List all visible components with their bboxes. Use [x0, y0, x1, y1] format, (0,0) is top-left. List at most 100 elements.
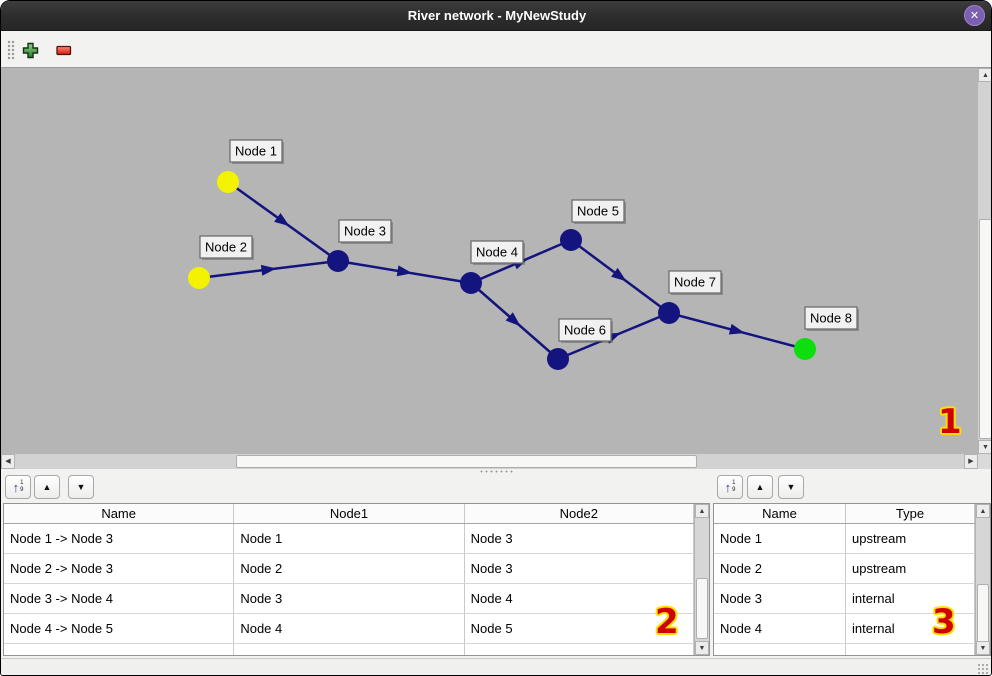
column-header[interactable]: Type	[846, 504, 975, 523]
table-cell[interactable]: internal	[846, 614, 975, 643]
node-node-1[interactable]	[217, 171, 239, 193]
down-arrow-icon: ▼	[76, 481, 86, 492]
scroll-right-icon: ▶	[968, 458, 974, 465]
column-header[interactable]: Node1	[234, 504, 465, 523]
scroll-down-button[interactable]: ▼	[976, 641, 990, 655]
table-cell[interactable]: upstream	[846, 554, 975, 583]
network-canvas[interactable]: Node 1 Node 2 Node 3 Node 4 Node 5 Node 6 Node…	[1, 68, 978, 454]
node-label[interactable]: Node 4	[470, 240, 525, 265]
links-move-row-up-button[interactable]: ▲	[34, 475, 60, 499]
table-cell[interactable]: Node 1	[234, 524, 465, 553]
table-row[interactable]	[714, 644, 975, 655]
node-node-6[interactable]	[547, 348, 569, 370]
table-cell[interactable]: Node 2	[234, 554, 465, 583]
scroll-down-button[interactable]: ▼	[695, 641, 709, 655]
scroll-down-button[interactable]: ▼	[978, 440, 991, 454]
node-label[interactable]: Node 2	[199, 235, 254, 260]
scroll-up-icon: ▲	[982, 71, 989, 79]
table-cell[interactable]	[4, 644, 235, 655]
links-move-row-down-button[interactable]: ▼	[68, 475, 94, 499]
node-label[interactable]: Node 7	[668, 270, 723, 295]
column-header[interactable]: Node2	[465, 504, 694, 523]
table-cell[interactable]: Node 3	[234, 584, 465, 613]
vertical-scroll-thumb[interactable]	[979, 219, 991, 439]
column-header[interactable]: Name	[4, 504, 235, 523]
scroll-up-button[interactable]: ▲	[695, 504, 709, 518]
links-table-scrollbar[interactable]: ▲ ▼	[694, 504, 709, 655]
titlebar[interactable]: River network - MyNewStudy ✕	[1, 1, 991, 31]
canvas-horizontal-scrollbar[interactable]: ◀ ▶	[1, 454, 978, 469]
toolbar-grip[interactable]	[7, 40, 15, 60]
scroll-left-button[interactable]: ◀	[1, 454, 15, 469]
table-cell[interactable]: Node 4	[465, 584, 694, 613]
nodes-move-row-up-button[interactable]: ▲	[747, 475, 773, 499]
table-cell[interactable]	[465, 644, 694, 655]
node-node-2[interactable]	[188, 267, 210, 289]
table-cell[interactable]: Node 4	[234, 614, 465, 643]
table-cell[interactable]: Node 2	[714, 554, 846, 583]
scroll-up-button[interactable]: ▲	[976, 504, 990, 518]
splitter-grip-icon	[479, 470, 515, 473]
node-node-3[interactable]	[327, 250, 349, 272]
add-branch-button[interactable]	[19, 39, 41, 61]
node-label[interactable]: Node 6	[558, 318, 613, 343]
table-cell[interactable]: Node 3 -> Node 4	[4, 584, 235, 613]
resize-grip-icon[interactable]	[977, 663, 990, 674]
table-cell[interactable]	[714, 644, 846, 655]
column-header[interactable]: Name	[714, 504, 846, 523]
main-toolbar	[1, 31, 991, 68]
node-label[interactable]: Node 1	[229, 139, 284, 164]
svg-text:Node 2: Node 2	[205, 240, 247, 255]
node-label[interactable]: Node 8	[804, 306, 859, 331]
table-cell[interactable]: Node 4 -> Node 5	[4, 614, 235, 643]
scroll-up-button[interactable]: ▲	[978, 68, 991, 82]
table-cell[interactable]	[846, 644, 975, 655]
node-node-8[interactable]	[794, 338, 816, 360]
table-cell[interactable]: Node 3	[465, 524, 694, 553]
node-label[interactable]: Node 3	[338, 219, 393, 244]
horizontal-scroll-thumb[interactable]	[236, 455, 697, 468]
node-node-4[interactable]	[460, 272, 482, 294]
remove-branch-button[interactable]	[53, 39, 75, 61]
scroll-down-icon: ▼	[979, 644, 987, 652]
table-cell[interactable]: Node 3	[465, 554, 694, 583]
table-cell[interactable]: Node 3	[714, 584, 846, 613]
flow-direction-arrow-icon	[728, 323, 745, 335]
table-cell[interactable]: Node 5	[465, 614, 694, 643]
node-node-5[interactable]	[560, 229, 582, 251]
scroll-right-button[interactable]: ▶	[964, 454, 978, 469]
node-label[interactable]: Node 5	[571, 199, 626, 224]
node-node-7[interactable]	[658, 302, 680, 324]
table-cell[interactable]: Node 1 -> Node 3	[4, 524, 235, 553]
table-cell[interactable]: Node 1	[714, 524, 846, 553]
nodes-move-row-down-button[interactable]: ▼	[778, 475, 804, 499]
table-cell[interactable]	[234, 644, 465, 655]
horizontal-splitter[interactable]	[1, 469, 991, 474]
scroll-thumb[interactable]	[696, 578, 708, 639]
table-cell[interactable]: internal	[846, 584, 975, 613]
scroll-thumb[interactable]	[977, 584, 989, 643]
nodes-table-scrollbar[interactable]: ▲ ▼	[975, 504, 990, 655]
table-cell[interactable]: Node 2 -> Node 3	[4, 554, 235, 583]
table-cell[interactable]: upstream	[846, 524, 975, 553]
svg-text:Node 8: Node 8	[810, 311, 852, 326]
table-row[interactable]	[4, 644, 694, 655]
canvas-vertical-scrollbar[interactable]: ▲ ▼	[978, 68, 991, 454]
down-arrow-icon: ▼	[786, 481, 796, 492]
table-cell[interactable]: Node 4	[714, 614, 846, 643]
close-button[interactable]: ✕	[964, 5, 985, 26]
